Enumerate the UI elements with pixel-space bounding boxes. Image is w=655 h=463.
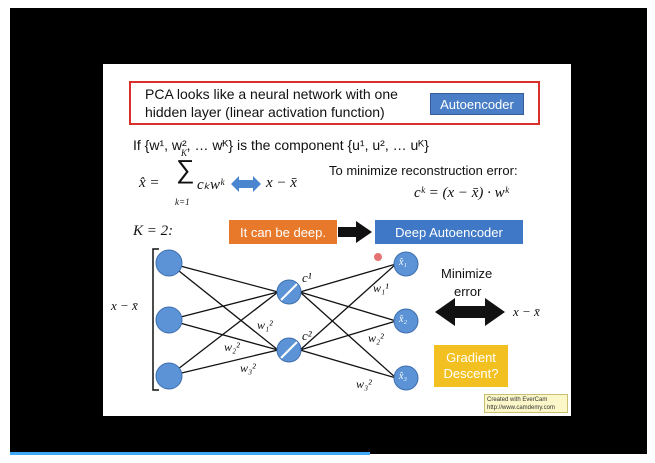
title-line-1: PCA looks like a neural network with one <box>145 86 398 102</box>
weight-w3-2: w₃² <box>240 361 256 375</box>
gradient-line-1: Gradient <box>446 350 496 365</box>
autoencoder-label: Autoencoder <box>430 93 524 115</box>
output-label-3: x̂₃ <box>399 371 407 382</box>
output-node-1 <box>393 251 419 277</box>
it-can-be-deep-label: It can be deep. <box>229 220 337 244</box>
input-label: x − x̄ <box>111 298 138 313</box>
xhat-equation: x̂ = <box>139 175 160 191</box>
cursor-pointer <box>374 253 382 261</box>
evercam-watermark: Created with EverCam http://www.camdemy.… <box>484 394 568 413</box>
right-arrow-icon <box>338 221 372 243</box>
output-label-2: x̂₂ <box>399 314 407 325</box>
weight-w1-1: w₁¹ <box>373 281 389 295</box>
slide: PCA looks like a neural network with one… <box>103 64 571 416</box>
minimize-label: Minimize <box>441 266 493 281</box>
if-statement: If {w¹, w², … wᴷ} is the component {u¹, … <box>133 137 429 153</box>
title-line-2: hidden layer (linear activation function… <box>145 104 385 120</box>
weight-w3-2b: w₃² <box>356 377 372 391</box>
sum-bottom: k=1 <box>175 197 190 207</box>
video-progress-bar[interactable] <box>10 452 370 455</box>
minimize-reconstruction-text: To minimize reconstruction error: <box>329 163 518 178</box>
network-diagram <box>152 248 505 391</box>
sum-term: cₖwᵏ <box>197 177 225 193</box>
input-node-1 <box>155 249 183 277</box>
weight-w2-2b: w₂² <box>368 331 384 345</box>
output-node-3 <box>393 365 419 391</box>
output-label-1: x̂₁ <box>399 257 407 268</box>
error-label: error <box>454 284 482 299</box>
ck-equation: cᵏ = (x − x̄) · wᵏ <box>414 185 509 201</box>
big-double-arrow-icon <box>435 298 505 326</box>
xbar-term: x − x̄ <box>266 175 297 191</box>
deep-autoencoder-label: Deep Autoencoder <box>375 220 523 244</box>
hidden-label-c1: c¹ <box>302 270 312 285</box>
double-arrow-icon <box>231 176 261 192</box>
gradient-line-2: Descent? <box>443 366 499 381</box>
weight-w2-2: w₂² <box>224 340 240 354</box>
sum-symbol: ∑ <box>176 154 195 184</box>
output-node-2 <box>393 308 419 334</box>
sum-top: K <box>181 148 188 158</box>
title-box <box>129 81 540 125</box>
gradient-descent-label: Gradient Descent? <box>434 345 508 387</box>
k-equation: K = 2: <box>133 223 174 239</box>
target-label: x − x̄ <box>513 304 540 319</box>
input-node-3 <box>155 362 183 390</box>
video-frame: PCA looks like a neural network with one… <box>10 8 647 454</box>
hidden-label-c2: c² <box>302 328 312 343</box>
weight-w1-2: w₁² <box>257 318 273 332</box>
input-node-2 <box>155 306 183 334</box>
